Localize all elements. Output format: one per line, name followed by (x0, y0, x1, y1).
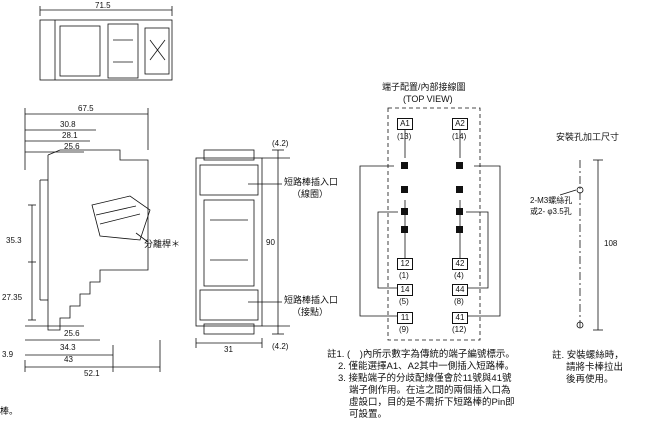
mounting-hole-drawing (559, 159, 603, 331)
dim-27-35: 27.35 (2, 293, 23, 302)
note-3b: 端子側作用。在這之間的兩個插入口為 (349, 385, 511, 396)
pin-square (456, 208, 463, 215)
pin-square (456, 186, 463, 193)
dim-34-3: 34.3 (60, 343, 76, 352)
dim-top-width: 71.5 (95, 1, 111, 10)
terminal-41: 41 (452, 312, 468, 324)
note-2: 2. 僅能選擇A1、A2其中一側插入短路棒。 (338, 361, 515, 372)
terminal-a1-code: (13) (397, 132, 412, 141)
mount-note-2: 請將卡棒拉出 (566, 362, 624, 373)
terminal-42-code: (4) (454, 271, 464, 280)
terminal-11-code: (9) (399, 325, 409, 334)
mount-screw-label-2: 或2- φ3.5孔 (530, 207, 572, 216)
terminal-11: 11 (397, 312, 413, 324)
side-view-outline (24, 108, 161, 372)
dim-overall: 67.5 (78, 104, 94, 113)
pin-square (401, 186, 408, 193)
diagram-subtitle: (TOP VIEW) (403, 94, 453, 104)
pin-square (401, 226, 408, 233)
terminal-12: 12 (397, 258, 413, 270)
dim-3-9: 3.9 (2, 350, 14, 359)
dim-front-height: 90 (266, 238, 275, 247)
dim-52-1: 52.1 (84, 369, 100, 378)
diagram-title: 端子配置/內部接線圖 (382, 82, 466, 92)
terminal-a2: A2 (452, 118, 468, 130)
short-bar-coil-label: 短路棒插入口 (284, 177, 339, 187)
dim-front-width: 31 (224, 345, 233, 354)
note-3c: 虛設口，目的是不需折下短路棒的Pin即 (349, 397, 515, 408)
terminal-41-code: (12) (452, 325, 467, 334)
mount-title: 安裝孔加工尺寸 (556, 132, 620, 142)
terminal-a2-code: (14) (452, 132, 467, 141)
dim-28-1: 28.1 (62, 131, 78, 140)
short-bar-coil-sub: （線圈） (292, 189, 329, 199)
terminal-14: 14 (397, 284, 413, 296)
terminal-42: 42 (452, 258, 468, 270)
terminal-14-code: (5) (399, 297, 409, 306)
dim-25-6-bottom: 25.6 (64, 329, 80, 338)
terminal-44-code: (8) (454, 297, 464, 306)
mount-note-3: 後再使用。 (566, 374, 614, 385)
terminal-44: 44 (452, 284, 468, 296)
note-3d: 可設置。 (349, 409, 388, 420)
pin-square (456, 226, 463, 233)
note-3a: 3. 接點端子的分歧配線僅會於11號與41號 (338, 373, 512, 384)
dim-43: 43 (64, 355, 73, 364)
note-1: 註1. ( )內所示數字為傳統的端子編號標示。 (327, 349, 515, 360)
left-fragment: 棒。 (0, 406, 19, 416)
top-view-outline (39, 6, 173, 81)
wiring-diagram (359, 107, 501, 341)
terminal-12-code: (1) (399, 271, 409, 280)
short-bar-contact-sub: （接點） (292, 307, 329, 317)
dim-25-6-top: 25.6 (64, 142, 80, 151)
separator-label: 分離桿＊ (144, 239, 181, 249)
pin-square (456, 162, 463, 169)
dim-tol-bottom: (4.2) (272, 342, 289, 351)
dim-mount-height: 108 (604, 239, 618, 248)
mount-screw-label-1: 2-M3螺絲孔 (530, 196, 573, 205)
pin-square (401, 208, 408, 215)
short-bar-contact-label: 短路棒插入口 (284, 295, 339, 305)
dim-30-8: 30.8 (60, 120, 76, 129)
dim-35-3: 35.3 (6, 236, 22, 245)
pin-square (401, 162, 408, 169)
mount-note-1: 註. 安裝螺絲時， (552, 350, 624, 361)
terminal-a1: A1 (397, 118, 413, 130)
dim-tol-top: (4.2) (272, 139, 289, 148)
front-view-outline (195, 149, 290, 348)
